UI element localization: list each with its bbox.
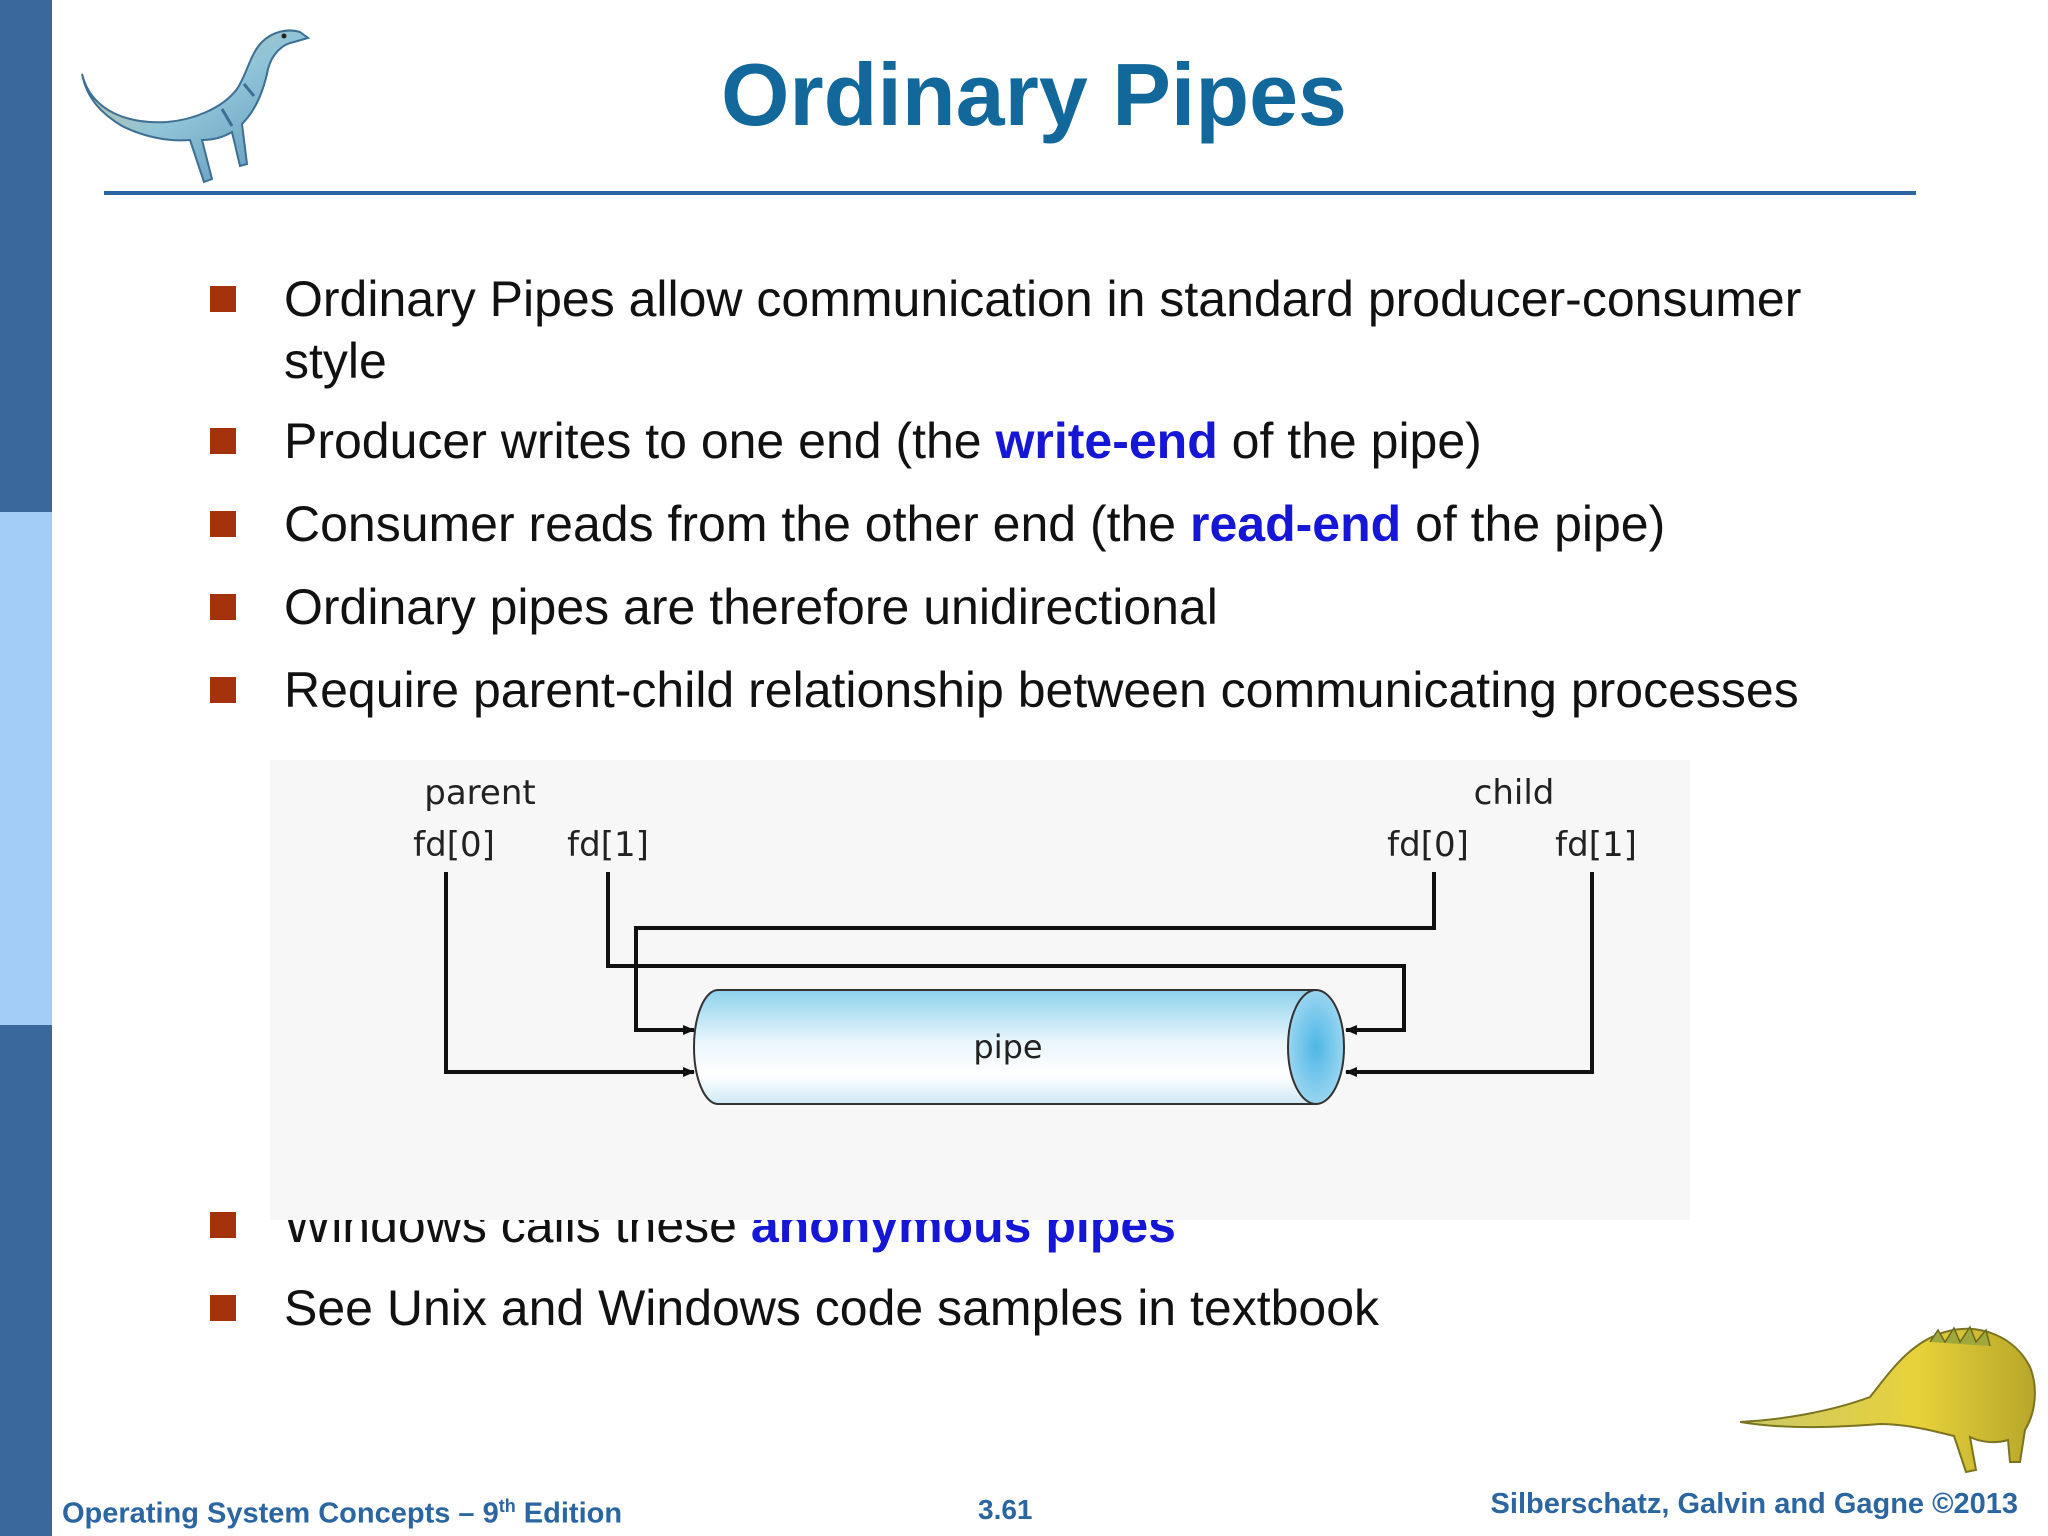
bullet-marker — [210, 428, 236, 454]
bullet-item: Require parent-child relationship betwee… — [210, 659, 1890, 721]
bullet-text: Require parent-child relationship betwee… — [284, 662, 1799, 718]
dinosaur-icon — [1740, 1325, 2036, 1474]
pipe-diagram: parent child fd[0] fd[1] fd[0] fd[1] pip… — [270, 760, 1690, 1220]
bullet-marker — [210, 594, 236, 620]
pipe-figure: parent child fd[0] fd[1] fd[0] fd[1] pip… — [413, 773, 1637, 1105]
pipe-body — [693, 989, 1317, 1105]
bullet-text: Ordinary Pipes allow communication in st… — [284, 271, 1802, 389]
bullet-text: Ordinary pipes are therefore unidirectio… — [284, 579, 1218, 635]
sidebar-stripe-top — [0, 0, 52, 512]
parent-fd1-label: fd[1] — [567, 825, 649, 865]
child-fd1-line — [1345, 872, 1594, 1077]
pipe-end-cap — [1287, 989, 1345, 1105]
child-label: child — [1474, 773, 1555, 813]
bullet-text: See Unix and Windows code samples in tex… — [284, 1280, 1380, 1336]
bullet-marker — [210, 511, 236, 537]
footer-book-title: Operating System Concepts – 9th Edition — [62, 1496, 623, 1530]
keyword-write-end: write-end — [995, 413, 1218, 469]
bullet-marker — [210, 1212, 236, 1238]
sidebar-stripe-bottom — [0, 1025, 52, 1536]
slide-title: Ordinary Pipes — [720, 45, 1347, 144]
bullet-item: Ordinary Pipes allow communication in st… — [210, 268, 1890, 392]
parent-label: parent — [424, 773, 535, 813]
bullet-text: Producer writes to one end (the write-en… — [284, 413, 1482, 469]
pipe-label: pipe — [973, 1028, 1042, 1066]
child-fd1-label: fd[1] — [1555, 825, 1637, 865]
bullet-item: Ordinary pipes are therefore unidirectio… — [210, 576, 1890, 638]
parent-fd0-line — [444, 872, 695, 1077]
bullet-marker — [210, 1295, 236, 1321]
bullet-marker — [210, 677, 236, 703]
keyword-read-end: read-end — [1190, 496, 1402, 552]
parent-fd0-label: fd[0] — [413, 825, 495, 865]
bullet-item: Producer writes to one end (the write-en… — [210, 410, 1890, 472]
bullet-marker — [210, 286, 236, 312]
sidebar-stripe-middle — [0, 512, 52, 1025]
child-fd0-label: fd[0] — [1387, 825, 1469, 865]
child-fd0-line — [634, 872, 1436, 1035]
bullet-item: See Unix and Windows code samples in tex… — [210, 1277, 1890, 1339]
bullet-item: Consumer reads from the other end (the r… — [210, 493, 1890, 555]
parent-fd1-line — [606, 872, 1406, 1035]
dinosaur-icon — [81, 29, 311, 184]
title-divider — [104, 191, 1916, 195]
bullet-text: Consumer reads from the other end (the r… — [284, 496, 1666, 552]
footer-copyright: Silberschatz, Galvin and Gagne ©2013 — [1490, 1488, 2018, 1520]
footer-page-number: 3.61 — [978, 1494, 1033, 1525]
